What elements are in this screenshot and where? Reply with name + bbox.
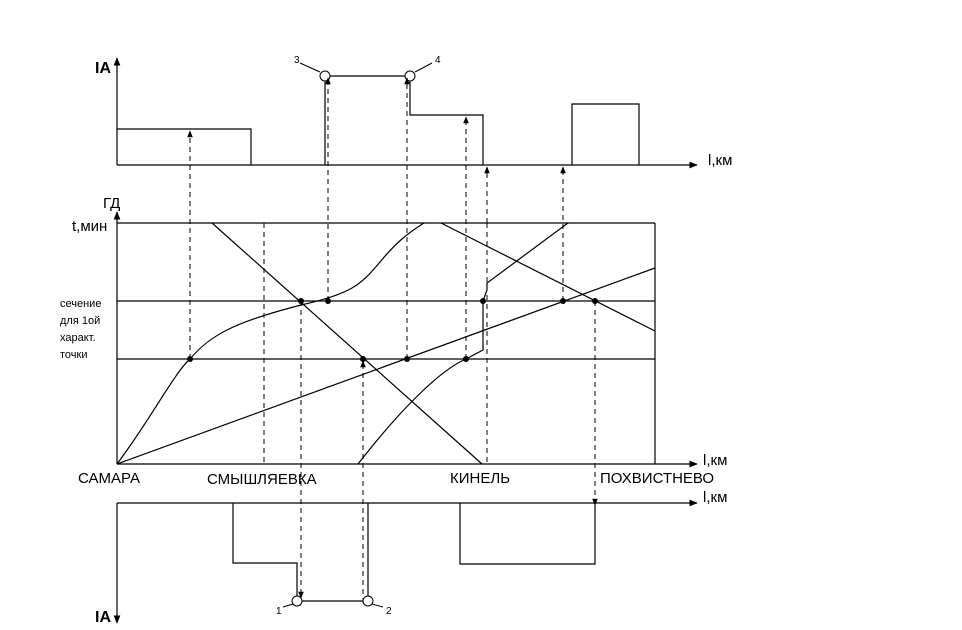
bottom-x-label: l,км (703, 489, 727, 506)
intersection-points (187, 298, 598, 362)
train-line-2 (116, 267, 656, 465)
section-label-line-2: для 1ой (60, 315, 100, 327)
point-label-4: 4 (435, 55, 441, 66)
train-graph: ГД t,мин l,км с (60, 195, 727, 488)
bottom-step-right (459, 503, 596, 565)
point-label-2: 2 (386, 606, 392, 617)
bottom-step-left (232, 503, 369, 602)
top-current-diagram: IA l,км 3 4 (95, 55, 732, 169)
point-marker-2 (362, 595, 374, 607)
top-step-pokhvistnevo (571, 103, 640, 165)
section-label-line-3: характ. (60, 332, 96, 344)
point-label-1: 1 (276, 606, 282, 617)
point-marker-3 (319, 70, 331, 82)
station-kinel: КИНЕЛЬ (450, 470, 510, 487)
point-label-3: 3 (294, 55, 300, 66)
point-marker-1 (291, 595, 303, 607)
graph-x-label: l,км (703, 452, 727, 469)
intersection-dot (360, 356, 366, 362)
station-smyshlyaevka: СМЫШЛЯЕВКА (207, 471, 317, 488)
top-step-middle (324, 75, 484, 165)
station-pokhvistnevo: ПОХВИСТНЕВО (600, 470, 714, 487)
intersection-dot (480, 298, 486, 304)
top-step-samara (117, 128, 252, 165)
train-curve-5 (357, 222, 569, 465)
graph-title: ГД (103, 195, 120, 212)
train-curve-1 (116, 222, 425, 465)
projection-arrows (187, 77, 598, 603)
section-label-line-1: сечение (60, 298, 101, 310)
train-line-3 (211, 222, 483, 465)
bottom-y-label: IA (95, 609, 111, 626)
top-x-label: l,км (708, 152, 732, 169)
graph-y-label: t,мин (72, 218, 107, 235)
train-line-4 (440, 222, 656, 332)
station-samara: САМАРА (78, 470, 140, 487)
bottom-current-diagram: l,км IA 1 2 (95, 489, 727, 626)
section-label-line-4: точки (60, 349, 87, 361)
top-y-label: IA (95, 60, 111, 77)
